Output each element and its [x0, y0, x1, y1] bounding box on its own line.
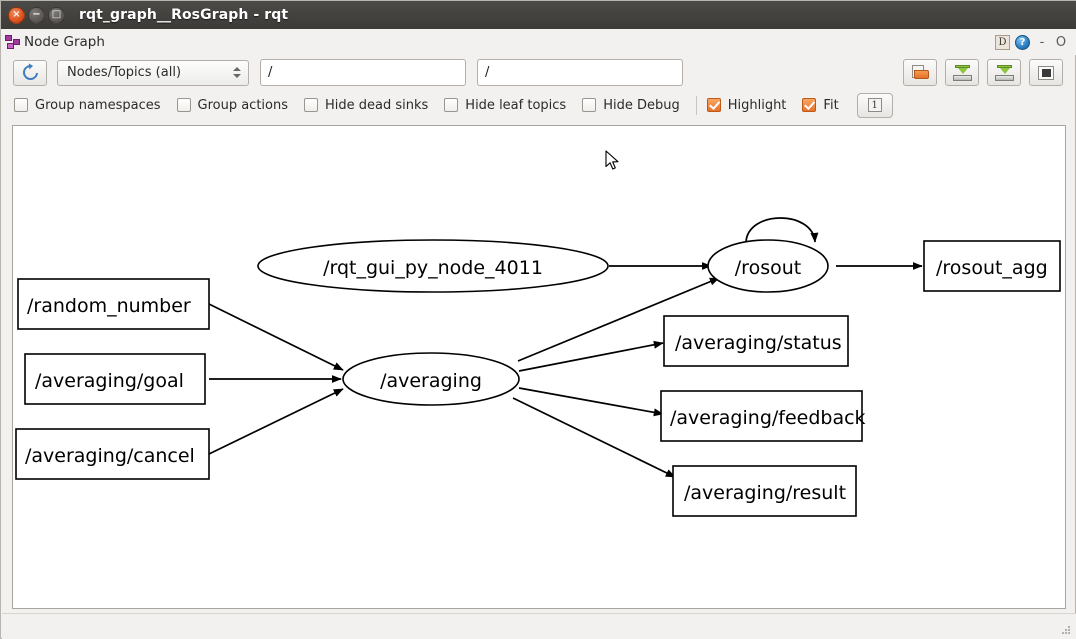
window-minimize-button[interactable]: −	[28, 6, 45, 24]
edge-averaging-cancel-to-averaging	[208, 388, 344, 455]
graph-node-rqt-gui-py-node-label: /rqt_gui_py_node_4011	[323, 257, 543, 279]
checkbox-hide-leaf-topics-box[interactable]	[444, 98, 459, 112]
window-maximize-button[interactable]: □	[48, 6, 65, 24]
chevron-updown-icon	[233, 67, 241, 78]
graph-node-averaging-result-label: /averaging/result	[684, 482, 846, 504]
graph-node-rqt-gui-py-node[interactable]: /rqt_gui_py_node_4011	[257, 239, 609, 293]
graph-node-rosout-label: /rosout	[735, 257, 801, 279]
help-icon[interactable]: ?	[1015, 34, 1030, 50]
checkbox-fit-box[interactable]	[802, 98, 817, 112]
toolbar-action-buttons	[903, 59, 1076, 86]
topic-filter-input[interactable]: /	[260, 59, 466, 86]
checkbox-hide-leaf-topics[interactable]: Hide leaf topics	[444, 98, 566, 113]
graph-node-averaging-result[interactable]: /averaging/result	[672, 465, 857, 517]
window-controls: × − □	[1, 6, 65, 24]
edge-averaging-to-rosout	[517, 277, 720, 362]
load-dot-button[interactable]	[903, 59, 937, 86]
graph-node-rosout-agg[interactable]: /rosout_agg	[923, 240, 1061, 292]
checkbox-group-namespaces[interactable]: Group namespaces	[14, 98, 161, 113]
checkbox-hide-debug-box[interactable]	[582, 98, 597, 112]
edge-averaging-to-status	[518, 340, 664, 372]
zoom-reset-button[interactable]: 1	[856, 92, 893, 118]
dock-controls: D ? - O	[995, 34, 1076, 50]
checkbox-hide-leaf-topics-label: Hide leaf topics	[465, 97, 567, 113]
save-dot-button[interactable]	[945, 59, 979, 86]
ros-graph-svg: /random_number /averaging/goal /averagin…	[15, 217, 1061, 517]
node-graph-icon	[5, 35, 21, 49]
graph-node-averaging-feedback[interactable]: /averaging/feedback	[660, 390, 866, 442]
checkbox-highlight[interactable]: Highlight	[706, 97, 787, 113]
namespace-filter-value: /	[485, 65, 490, 80]
checkbox-hide-debug[interactable]: Hide Debug	[582, 98, 680, 113]
topic-filter-value: /	[268, 65, 273, 80]
edge-rosout-self-loop	[745, 217, 819, 243]
save-dot-icon	[952, 64, 972, 81]
save-image-button[interactable]	[987, 59, 1021, 86]
namespace-filter-input[interactable]: /	[477, 59, 683, 86]
window-titlebar: × − □ rqt_graph__RosGraph - rqt	[1, 1, 1076, 29]
graph-edges	[208, 217, 923, 478]
graph-toolbar: Nodes/Topics (all) / /	[2, 56, 1076, 89]
resize-grip-icon[interactable]	[1062, 626, 1072, 636]
graph-node-rosout-agg-label: /rosout_agg	[936, 257, 1048, 279]
dock-title: Node Graph	[24, 34, 105, 50]
graph-node-averaging-goal-label: /averaging/goal	[35, 370, 184, 392]
window-title: rqt_graph__RosGraph - rqt	[79, 7, 289, 23]
checkbox-fit-label: Fit	[823, 97, 839, 113]
maximize-icon: □	[51, 8, 62, 20]
refresh-icon	[19, 61, 41, 84]
dock-minimize-button[interactable]: -	[1039, 34, 1045, 50]
graph-node-averaging[interactable]: /averaging	[342, 352, 520, 406]
refresh-button[interactable]	[13, 59, 47, 86]
checkbox-group-actions-box[interactable]	[176, 98, 191, 112]
edge-random-number-to-averaging	[208, 303, 344, 371]
filter-type-value: Nodes/Topics (all)	[67, 65, 182, 80]
dock-title-group: Node Graph	[2, 34, 105, 50]
checkbox-group-actions-label: Group actions	[197, 97, 289, 113]
minimize-icon: −	[32, 8, 41, 20]
graph-node-random-number-label: /random_number	[27, 295, 191, 317]
dock-close-button[interactable]: O	[1055, 34, 1067, 50]
zoom-reset-label: 1	[867, 98, 882, 112]
checkbox-hide-dead-sinks[interactable]: Hide dead sinks	[304, 98, 428, 113]
close-icon: ×	[12, 8, 21, 20]
open-folder-icon	[911, 65, 930, 80]
graph-node-rosout[interactable]: /rosout	[707, 239, 829, 293]
graph-node-averaging-status[interactable]: /averaging/status	[663, 315, 849, 367]
checkbox-highlight-label: Highlight	[727, 97, 787, 113]
checkbox-group-namespaces-box[interactable]	[14, 98, 28, 112]
graph-nodes: /random_number /averaging/goal /averagin…	[15, 239, 1061, 517]
edge-averaging-to-feedback	[518, 387, 664, 417]
checkbox-highlight-box[interactable]	[706, 98, 721, 112]
graph-node-averaging-goal[interactable]: /averaging/goal	[24, 353, 206, 405]
graph-node-averaging-feedback-label: /averaging/feedback	[670, 407, 866, 429]
graph-node-averaging-status-label: /averaging/status	[675, 332, 842, 354]
graph-node-averaging-label: /averaging	[380, 370, 482, 392]
status-bar	[2, 613, 1076, 639]
edge-averaging-to-result	[512, 397, 676, 478]
checkbox-hide-dead-sinks-label: Hide dead sinks	[325, 97, 429, 113]
checkbox-group-actions[interactable]: Group actions	[176, 97, 289, 113]
graph-options-bar: Group namespaces Group actions Hide dead…	[2, 91, 1076, 119]
dock-undock-button[interactable]: D	[995, 34, 1010, 50]
graph-node-averaging-cancel-label: /averaging/cancel	[25, 445, 195, 467]
toolbar-separator	[695, 95, 697, 115]
filter-type-combobox[interactable]: Nodes/Topics (all)	[57, 59, 249, 86]
window-close-button[interactable]: ×	[8, 6, 25, 24]
checkbox-hide-dead-sinks-box[interactable]	[304, 98, 318, 112]
graph-node-averaging-cancel[interactable]: /averaging/cancel	[15, 428, 210, 480]
checkbox-group-namespaces-label: Group namespaces	[35, 97, 161, 113]
graph-canvas[interactable]: /random_number /averaging/goal /averagin…	[12, 125, 1066, 609]
fullscreen-button[interactable]	[1029, 59, 1063, 86]
checkbox-fit[interactable]: Fit	[802, 97, 839, 113]
checkbox-hide-debug-label: Hide Debug	[603, 97, 680, 113]
stop-square-icon	[1038, 65, 1054, 80]
graph-node-random-number[interactable]: /random_number	[17, 278, 210, 330]
mouse-cursor	[605, 150, 619, 170]
save-image-icon	[994, 64, 1014, 81]
dock-widget-header: Node Graph D ? - O	[2, 29, 1076, 55]
